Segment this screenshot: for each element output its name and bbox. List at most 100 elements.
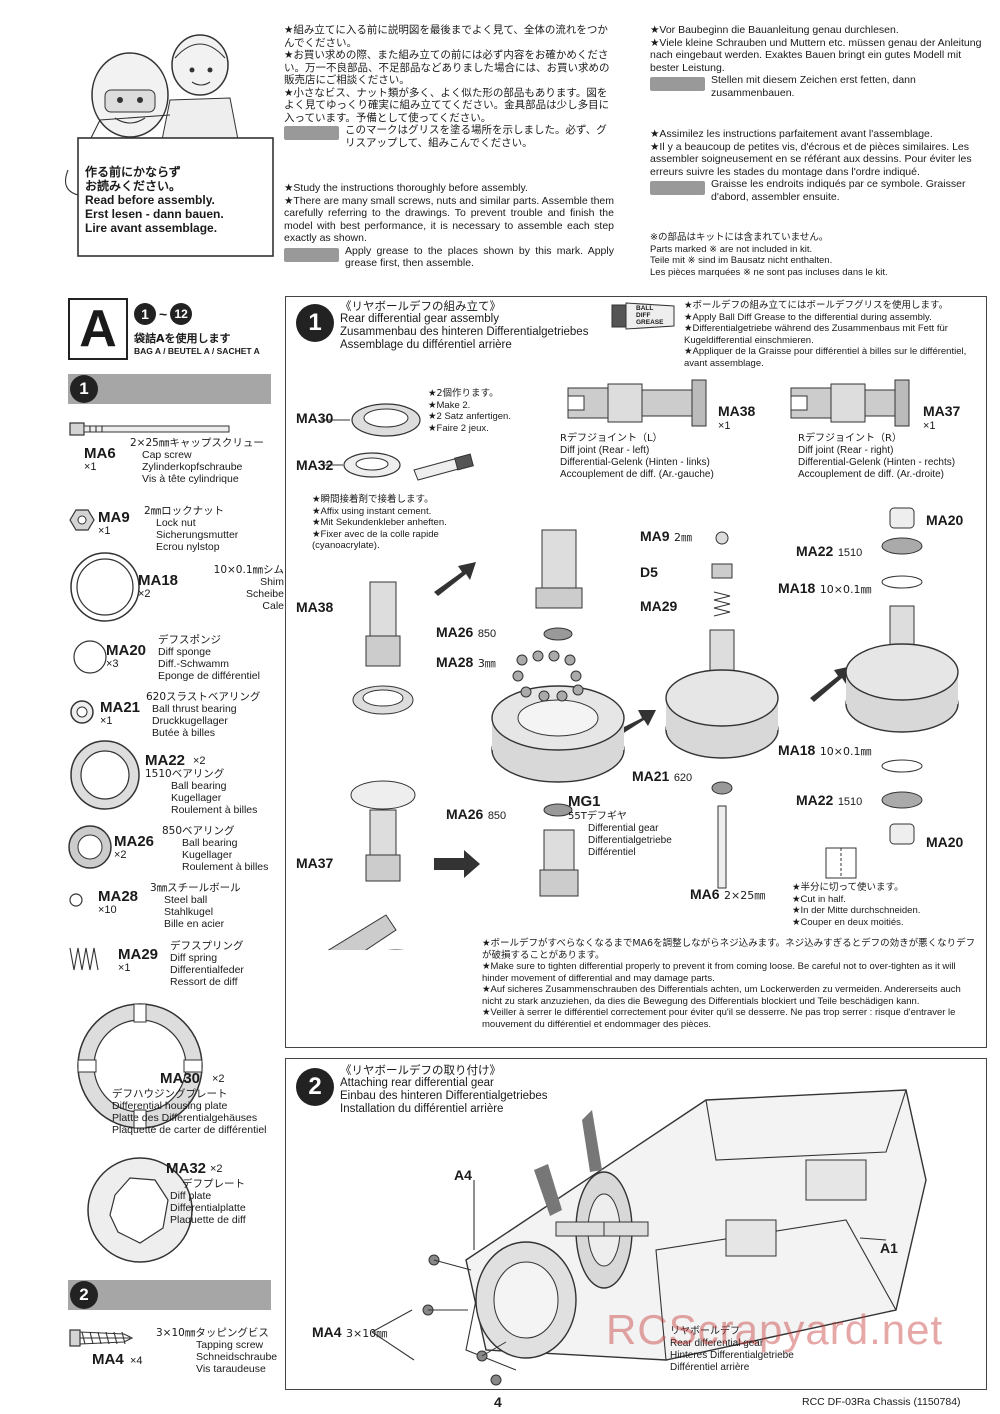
part-ma29: MA29 ×1 デフスプリング Diff spring Differential…: [118, 940, 276, 990]
part-code: MA20: [106, 642, 147, 659]
part-qty: ×1: [84, 461, 97, 473]
part-qty: ×1: [98, 525, 111, 537]
part-en: Ball bearing: [171, 780, 227, 792]
tighten-en: ★Make sure to tighten differential prope…: [482, 961, 956, 984]
japanese-intro-column: ★組み立てに入る前に説明図を最後までよく見て、全体の流れをつかんでください。 ★…: [284, 24, 614, 149]
joint-l-en: Diff joint (Rear - left): [560, 445, 650, 456]
make2-jp: ★2個作ります。: [428, 388, 499, 399]
part-ma18: MA18 ×2 10×0.1㎜シム Shim Scheibe Cale: [138, 564, 284, 614]
part-en: Lock nut: [156, 517, 196, 529]
joint-l-jp: Rデフジョイント（L）: [560, 433, 663, 444]
part-jp: デフハウジングプレート: [112, 1088, 228, 1100]
grease-mark-icon: [650, 181, 705, 195]
part-jp: 850ベアリング: [162, 825, 235, 837]
part-fr: Plaquette de diff: [170, 1214, 246, 1226]
part-en: Diff sponge: [158, 646, 211, 658]
ball-diff-grease-note: ★ボールデフの組み立てにはボールデフグリスを使用します。 ★Apply Ball…: [684, 300, 980, 369]
gear-jp: 55Tデフギヤ: [568, 811, 627, 822]
lock-nut-icon: [69, 509, 95, 531]
part-en: Diff spring: [170, 952, 218, 964]
fr-intro-3: Graisse les endroits indiqués par ce sym…: [711, 178, 966, 203]
part-en: Diff plate: [170, 1190, 212, 1202]
grease-arrow-icon: [534, 1110, 602, 1216]
diff-sponge-icon: [73, 640, 107, 674]
part-jp: デフスポンジ: [158, 634, 221, 646]
part-fr: Plaquette de carter de différentiel: [112, 1124, 267, 1136]
step1-parts-header: [68, 374, 271, 404]
range-end-badge: 12: [170, 303, 193, 325]
step2-parts-badge: 2: [70, 1281, 98, 1309]
part-ma30: MA30 ×2 デフハウジングプレート Differential housing…: [112, 1070, 282, 1146]
part-qty: ×1: [118, 962, 131, 974]
french-intro-column: ★Assimilez les instructions parfaitement…: [650, 128, 985, 203]
german-intro-column: ★Vor Baubeginn die Bauanleitung genau du…: [650, 24, 985, 99]
ma38-joint-vertical: [352, 581, 414, 715]
part-jp: 10×0.1㎜シム: [213, 564, 284, 576]
ma4-size: 3×10㎜: [346, 1327, 388, 1340]
part-de: Platte des Differentialgehäuses: [112, 1112, 258, 1124]
part-code: MA28: [98, 888, 139, 905]
cut-in-half-note: ★半分に切って使います。 ★Cut in half. ★In der Mitte…: [792, 882, 972, 928]
ma30-plate-drawing: [351, 403, 421, 437]
label-ma26a: MA26 850: [436, 624, 496, 642]
part-en: Differential housing plate: [112, 1100, 228, 1112]
part-ma26: MA26 ×2 850ベアリング Ball bearing Kugellager…: [114, 825, 276, 875]
part-ma22: MA22 ×2 1510ベアリング Ball bearing Kugellage…: [145, 752, 276, 816]
cap-screw-icon: [69, 422, 230, 436]
steel-balls-drawing: [512, 650, 584, 702]
tighten-jp: ★ボールデフがすべらなくなるまでMA6を調整しながらネジ込みます。ネジ込みすぎる…: [482, 938, 976, 961]
step1-title-de: Zusammenbau des hinteren Differentialget…: [340, 326, 589, 338]
ma21-code: MA21: [632, 768, 670, 784]
ma32-plate-drawing: [343, 452, 401, 478]
tube-label-2: DIFF: [636, 312, 651, 319]
ball-diff-grease-tube: BALL DIFF GREASE: [610, 301, 680, 331]
part-qty: ×1: [100, 715, 113, 727]
board-en: Read before assembly.: [85, 193, 215, 207]
read-before-board: 作る前にかならず お読みください。 Read before assembly. …: [85, 165, 270, 235]
board-jp-line1: 作る前にかならず: [85, 165, 181, 179]
part-fr: Roulement à billes: [182, 861, 269, 873]
assembly-arrow-icon: [434, 562, 852, 878]
jp-intro-2: ★お買い求めの際、また組み立ての前には必ず内容をお確かめください。万一不良部品、…: [284, 49, 610, 86]
ma9-size: 2㎜: [674, 531, 693, 544]
tighten-illustration: [327, 914, 404, 950]
joint-r-jp: Rデフジョイント（R）: [798, 433, 902, 444]
not-included-de: Teile mit ※ sind im Bausatz nicht enthal…: [650, 255, 833, 266]
part-fr: Ressort de diff: [170, 976, 238, 988]
part-code: MA32: [166, 1160, 207, 1177]
step2-drawing: [371, 1089, 927, 1386]
part-fr: Ecrou nylstop: [156, 541, 220, 553]
ma22b-code: MA22: [796, 792, 834, 808]
center-diff-gear-drawing: [491, 529, 625, 897]
de-intro-2: ★Viele kleine Schrauben und Muttern etc.…: [650, 36, 982, 74]
label-ma37: MA37: [296, 855, 334, 871]
part-ma4: MA4 ×4 3×10㎜タッピングビス Tapping screw Schnei…: [92, 1327, 282, 1381]
grease-mark-icon: [284, 247, 339, 262]
part-de: Differentialplatte: [170, 1202, 246, 1214]
bag-letter: A: [79, 300, 117, 358]
step1-drawing: [321, 379, 959, 950]
label-a4: A4: [454, 1167, 472, 1183]
part-jp: 1510ベアリング: [145, 768, 225, 780]
rear-diff-label: リヤボールデフ Rear differential gear Hinteres …: [670, 1326, 820, 1374]
bag-letter-box: A: [68, 298, 128, 360]
step2-title-fr: Installation du différentiel arrière: [340, 1103, 504, 1115]
label-ma4: MA4 3×10㎜: [312, 1324, 387, 1342]
joint-r-qty: ×1: [923, 420, 936, 432]
step2-title-jp: 《リヤボールデフの取り付け》: [340, 1063, 501, 1077]
part-qty: ×4: [130, 1355, 143, 1367]
ma18a-code: MA18: [778, 580, 816, 596]
part-jp: 620スラストベアリング: [146, 691, 261, 703]
part-code: MA21: [100, 699, 141, 716]
diff-joint-right-drawing: [790, 379, 910, 427]
label-a1: A1: [880, 1240, 898, 1256]
part-qty: ×2: [114, 849, 127, 861]
step2-badge: 2: [296, 1068, 334, 1106]
part-fr: Bille en acier: [164, 918, 225, 930]
part-jp: デフスプリング: [170, 940, 244, 952]
cut-en: ★Cut in half.: [792, 893, 846, 905]
tighten-fr: ★Veiller à serrer le différentiel correc…: [482, 1007, 956, 1030]
thrust-bearing-icon: [70, 700, 94, 724]
label-ma9: MA9 2㎜: [640, 528, 692, 546]
label-ma20b: MA20: [926, 834, 964, 850]
